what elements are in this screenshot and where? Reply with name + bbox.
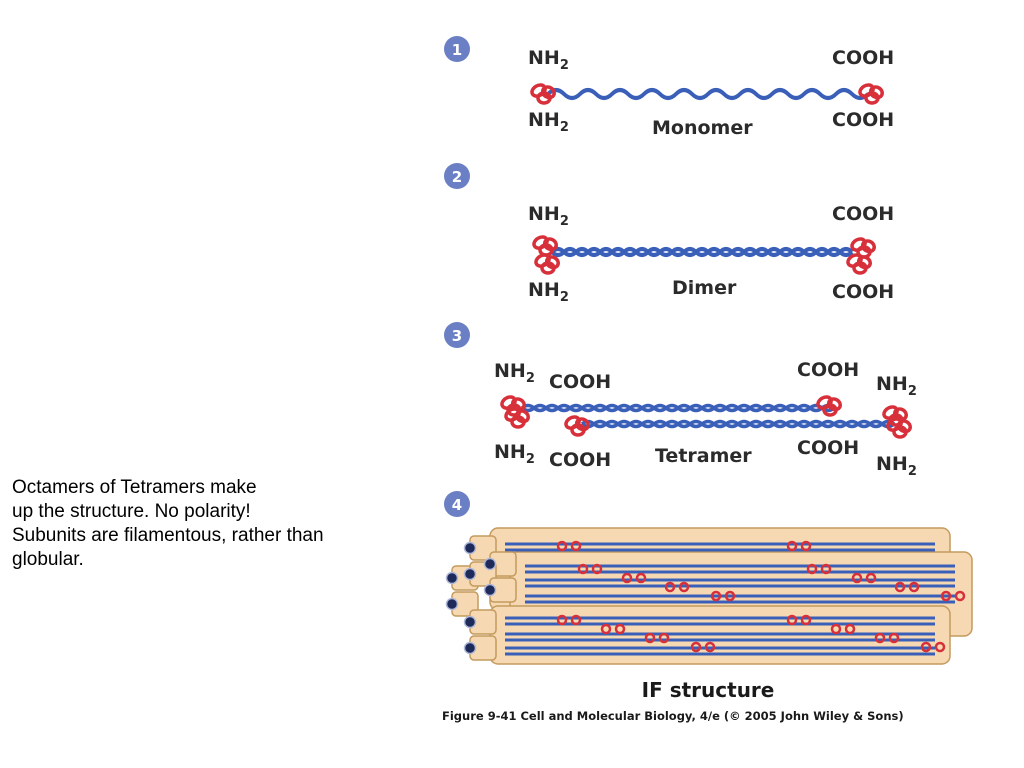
dimer-cooh-bottom: COOH xyxy=(832,281,894,303)
dimer-cooh-top: COOH xyxy=(832,203,894,225)
dimer-nh2-bottom: NH2 xyxy=(528,279,569,305)
if-structure-label: IF structure xyxy=(642,678,775,702)
tetramer-coiled-coils xyxy=(520,403,896,429)
step-3-number: 3 xyxy=(452,327,462,345)
dimer-coiled-coil xyxy=(550,247,854,257)
monomer-nh2-bottom: NH2 xyxy=(528,109,569,135)
step-4-badge: 4 xyxy=(444,491,470,517)
tetramer-cooh-bottom-right: COOH xyxy=(797,437,859,459)
monomer-chain xyxy=(546,88,870,100)
step-2-number: 2 xyxy=(452,168,462,186)
monomer-cooh-bottom: COOH xyxy=(832,109,894,131)
monomer-c-head xyxy=(856,80,886,105)
tetramer-cooh-bottom-left: COOH xyxy=(549,449,611,471)
tetramer-nh2-bottom-right: NH2 xyxy=(876,453,917,479)
dimer-nh2-top: NH2 xyxy=(528,203,569,229)
description-text: Octamers of Tetramers make up the struct… xyxy=(12,476,442,572)
monomer-nh2-top: NH2 xyxy=(528,47,569,73)
description-line-3: Subunits are filamentous, rather than xyxy=(12,525,324,546)
tetramer-cooh-top-left: COOH xyxy=(549,371,611,393)
step-2-badge: 2 xyxy=(444,163,470,189)
step-3-badge: 3 xyxy=(444,322,470,348)
tetramer-nh2-top-left: NH2 xyxy=(494,360,535,386)
monomer-cooh-top: COOH xyxy=(832,47,894,69)
tetramer-nh2-bottom-left: NH2 xyxy=(494,441,535,467)
monomer-caption: Monomer xyxy=(652,117,753,139)
tetramer-nh2-top-right: NH2 xyxy=(876,373,917,399)
step-4-number: 4 xyxy=(452,496,462,514)
if-filament-bundle xyxy=(445,527,973,665)
step-1-number: 1 xyxy=(452,41,462,59)
description-line-2: up the structure. No polarity! xyxy=(12,501,251,522)
tetramer-caption: Tetramer xyxy=(655,445,752,467)
description-line-4: globular. xyxy=(12,549,84,570)
description-line-1: Octamers of Tetramers make xyxy=(12,477,257,498)
figure-caption: Figure 9-41 Cell and Molecular Biology, … xyxy=(442,709,904,723)
step-1-badge: 1 xyxy=(444,36,470,62)
tetramer-cooh-top-right: COOH xyxy=(797,359,859,381)
dimer-caption: Dimer xyxy=(672,277,737,299)
